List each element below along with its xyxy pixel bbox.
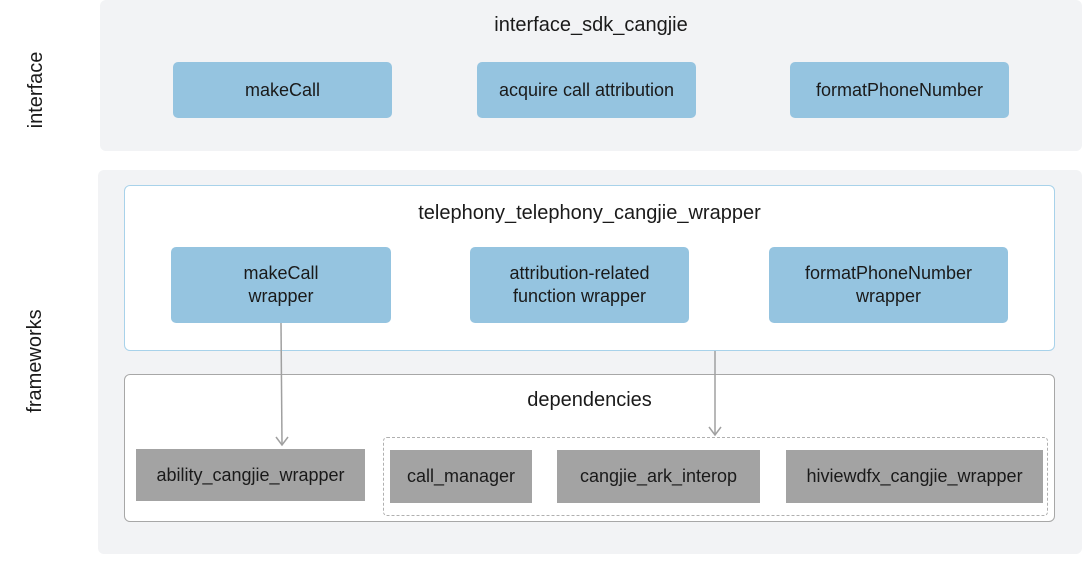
interface-layer-label: interface [25,51,47,129]
acquire-call-attribution-api-box: acquire call attribution [477,62,696,118]
cangjie-ark-interop-label: cangjie_ark_interop [579,466,738,486]
cangjie-ark-interop-box: cangjie_ark_interop [557,450,760,503]
call-manager-box: call_manager [390,450,532,503]
format-phone-number-api-label: formatPhoneNumber [815,79,984,100]
ability-cangjie-wrapper-box: ability_cangjie_wrapper [136,449,365,501]
makecall-api-box: makeCall [173,62,392,118]
interface-layer-title: interface_sdk_cangjie [494,14,688,36]
call-manager-label: call_manager [406,466,516,486]
makecall-wrapper-label-line1: makeCall [243,263,319,283]
interface-layer: interface_sdk_cangjie makeCall acquire c… [100,0,1082,151]
attribution-wrapper-box: attribution-related function wrapper [470,247,689,323]
frameworks-layer-label: frameworks [24,309,46,413]
dependencies-group-frame [383,437,1048,516]
attribution-wrapper-label-line1: attribution-related [509,263,650,283]
format-phone-number-api-box: formatPhoneNumber [790,62,1009,118]
hiviewdfx-cangjie-wrapper-box: hiviewdfx_cangjie_wrapper [786,450,1043,503]
acquire-call-attribution-api-label: acquire call attribution [498,79,675,100]
format-phone-number-wrapper-box: formatPhoneNumber wrapper [769,247,1008,323]
makecall-api-label: makeCall [244,79,321,100]
ability-cangjie-wrapper-label: ability_cangjie_wrapper [156,464,345,485]
hiviewdfx-cangjie-wrapper-label: hiviewdfx_cangjie_wrapper [806,466,1023,486]
format-phone-number-wrapper-label-line1: formatPhoneNumber [804,263,973,283]
dependencies-title: dependencies [527,389,652,411]
makecall-wrapper-label-line2: wrapper [248,286,314,306]
makecall-wrapper-box: makeCall wrapper [171,247,391,323]
attribution-wrapper-label-line2: function wrapper [512,286,647,306]
format-phone-number-wrapper-label-line2: wrapper [855,286,922,306]
cangjie-wrapper-title: telephony_telephony_cangjie_wrapper [418,202,761,224]
